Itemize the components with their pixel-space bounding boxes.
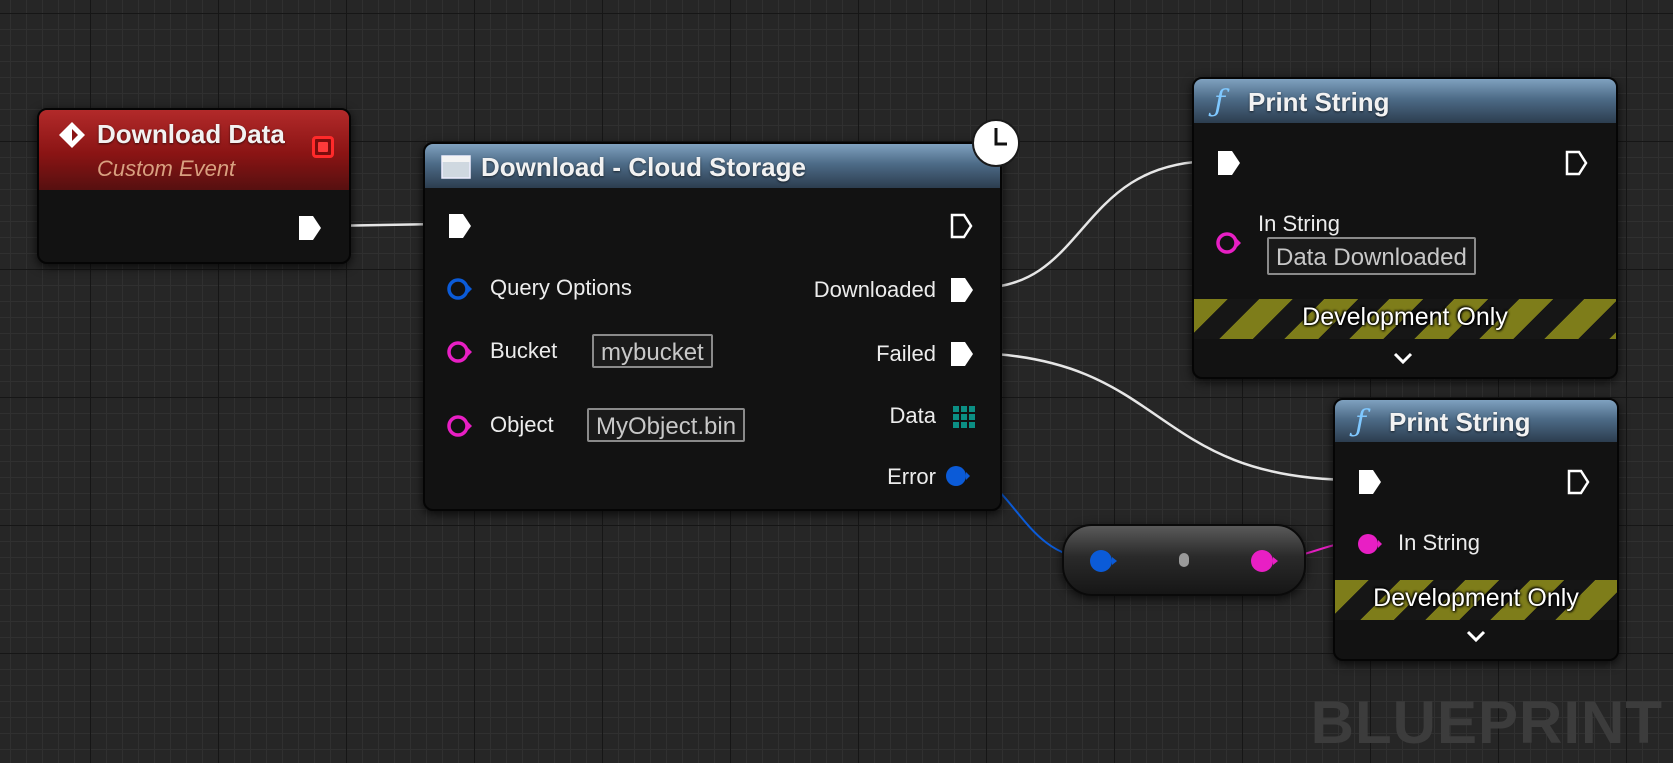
print1-development-only-label: Development Only — [1302, 303, 1508, 331]
bucket-input[interactable]: mybucket — [592, 334, 713, 368]
query-options-label: Query Options — [490, 275, 632, 300]
print1-in-string-input[interactable]: Data Downloaded — [1267, 237, 1476, 275]
print-string-1-title: Print String — [1248, 87, 1390, 117]
bucket-label: Bucket — [490, 338, 558, 363]
event-node-header: Download Data Custom Event — [39, 110, 349, 190]
error-label: Error — [887, 464, 936, 489]
data-label: Data — [889, 403, 936, 428]
chevron-down-icon[interactable] — [1392, 351, 1414, 365]
failed-exec-pin[interactable] — [949, 340, 975, 368]
print-string-2-title: Print String — [1389, 407, 1531, 437]
print-string-node-2[interactable]: ƒ Print String In String Development Onl… — [1333, 398, 1619, 661]
failed-label: Failed — [876, 341, 936, 366]
custom-event-diamond-icon — [59, 122, 85, 148]
print-string-node-1[interactable]: ƒ Print String In String Data Downloaded… — [1192, 77, 1618, 379]
download-cloud-storage-node[interactable]: Download - Cloud Storage Query Options B… — [423, 119, 1020, 511]
object-input[interactable]: MyObject.bin — [587, 408, 746, 442]
print2-exec-input-pin[interactable] — [1357, 468, 1383, 496]
convert-output-pin[interactable] — [1249, 548, 1279, 574]
delegate-pin[interactable] — [312, 136, 334, 158]
downloaded-exec-pin[interactable] — [949, 276, 975, 304]
exec-input-pin[interactable] — [447, 212, 473, 240]
convert-input-pin[interactable] — [1088, 548, 1118, 574]
development-only-stripe — [1335, 580, 1617, 620]
exec-then-output-pin[interactable] — [949, 212, 975, 240]
chevron-down-icon[interactable] — [1465, 629, 1487, 643]
downloaded-label: Downloaded — [813, 277, 936, 302]
print1-in-string-pin[interactable] — [1216, 231, 1242, 255]
print1-exec-output-pin[interactable] — [1564, 149, 1590, 177]
clock-icon — [972, 119, 1020, 167]
download-node-header: Download - Cloud Storage — [425, 144, 1000, 188]
print2-in-string-pin[interactable] — [1357, 532, 1383, 556]
macro-window-icon — [441, 155, 471, 179]
print1-exec-input-pin[interactable] — [1216, 149, 1242, 177]
exec-output-pin[interactable] — [297, 214, 323, 242]
bucket-pin[interactable] — [447, 340, 473, 364]
event-node-title: Download Data — [97, 119, 285, 149]
function-icon: ƒ — [1214, 84, 1226, 119]
download-node-title: Download - Cloud Storage — [481, 152, 806, 182]
object-label: Object — [490, 412, 554, 437]
function-icon: ƒ — [1355, 404, 1367, 439]
print-string-2-header: ƒ Print String — [1335, 400, 1617, 442]
array-grid-icon[interactable] — [952, 405, 976, 429]
custom-event-node[interactable]: Download Data Custom Event — [37, 108, 351, 264]
print1-in-string-label: In String — [1258, 211, 1340, 236]
blueprint-watermark: BLUEPRINT — [1310, 689, 1663, 756]
query-options-pin[interactable] — [447, 277, 473, 301]
exec-wire-downloaded-to-print1 — [977, 159, 1216, 290]
print2-in-string-label: In String — [1398, 530, 1480, 555]
event-node-subtitle: Custom Event — [97, 156, 236, 181]
conversion-dot-icon — [1179, 553, 1189, 567]
error-pin[interactable] — [945, 464, 971, 488]
print-string-1-header: ƒ Print String — [1194, 79, 1616, 123]
object-pin[interactable] — [447, 414, 473, 438]
conversion-node[interactable] — [1062, 524, 1306, 596]
print2-exec-output-pin[interactable] — [1566, 468, 1592, 496]
development-only-stripe — [1194, 299, 1616, 339]
print2-development-only-label: Development Only — [1373, 584, 1579, 612]
